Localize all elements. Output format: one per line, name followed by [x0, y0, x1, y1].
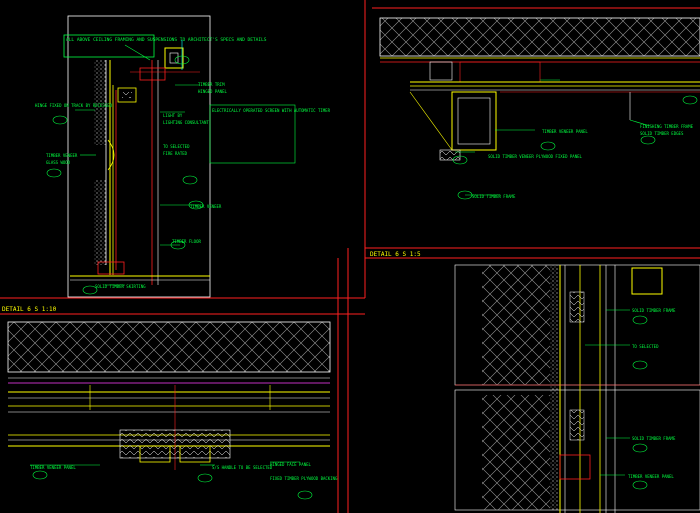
title-bottom-left: DETAIL 6 S 1:10	[2, 306, 57, 313]
frame-block-bottom	[559, 454, 591, 480]
callout-bubbles	[46, 55, 204, 295]
label-selected: TO SELECTED	[163, 144, 190, 149]
label-glass-wood: GLASS WOOD	[46, 160, 71, 165]
note-text-line1: ALL ABOVE CEILING FRAMING AND SUSPENSION…	[66, 37, 267, 43]
section-bottom-left: DETAIL 6 S 1:10 TIMBER VENEER PANEL S/S …	[2, 306, 338, 500]
label-edge: SOLID TIMBER EDGES	[640, 131, 684, 136]
ceiling-slab	[379, 17, 700, 57]
label-fixed-backing: FIXED TIMBER PLYWOOD BACKING	[270, 476, 338, 481]
wall-hatch-lower-right	[482, 395, 550, 510]
label-hinge: HINGE FIXED ON TRACK BY RECESSED	[35, 103, 113, 108]
label-timber-trim: TIMBER TRIM	[198, 82, 225, 87]
label-frame-2: SOLID TIMBER FRAME	[632, 436, 676, 441]
wall-hatch-upper-right	[482, 265, 550, 385]
label-spec-block: ELECTRICALLY OPERATED SCREEN WITH AUTOMA…	[212, 108, 331, 113]
label-frame-1: SOLID TIMBER FRAME	[632, 308, 676, 313]
hinge-block	[119, 429, 231, 459]
label-finishing: FINISHING TIMBER FRAME	[640, 124, 694, 129]
timber-frame-box	[451, 91, 497, 151]
note-box	[63, 34, 155, 58]
label-veneer-panel: TIMBER VENEER PANEL	[542, 129, 588, 134]
label-hinged-panel: HINGED PANEL	[198, 89, 227, 94]
wall-hatch-upper	[94, 60, 106, 145]
label-light-by: LIGHT BY	[163, 113, 183, 118]
label-veneer-br: TIMBER VENEER PANEL	[628, 474, 674, 479]
wall-hatch-lower	[94, 180, 106, 265]
section-top-left: ALL ABOVE CEILING FRAMING AND SUSPENSION…	[35, 15, 331, 298]
label-solid-frame: SOLID TIMBER FRAME	[472, 194, 516, 199]
section-boundary	[67, 15, 211, 298]
label-veneer-panel-bl: TIMBER VENEER PANEL	[30, 465, 76, 470]
label-selected-br: TO SELECTED	[632, 344, 659, 349]
elevation-lower	[454, 389, 700, 511]
section-top-right: TIMBER VENEER PANEL SOLID TIMBER VENEER …	[379, 17, 700, 200]
title-bottom-right: DETAIL 6 S 1:5	[370, 251, 421, 258]
label-fire: FIRE RATED	[163, 151, 188, 156]
label-handle: S/S HANDLE TO BE SELECTED	[212, 465, 273, 470]
frame-block-top	[631, 267, 663, 295]
label-timber-floor: TIMBER FLOOR	[172, 239, 201, 244]
label-hinged: HINGED FACE PANEL	[270, 462, 312, 467]
label-timber-veneer-2: TIMBER VENEER	[190, 204, 222, 209]
label-timber-veneer: TIMBER VENEER	[46, 153, 78, 158]
label-plywood: SOLID TIMBER VENEER PLYWOOD FIXED PANEL	[488, 154, 583, 159]
label-timber-skirting: SOLID TIMBER SKIRTING	[95, 284, 146, 289]
motor-box	[164, 47, 184, 69]
section-bottom-right: DETAIL 6 S 1:5 SOLID TIMBER FRAME TO SEL…	[370, 251, 700, 513]
wall-slab	[7, 321, 331, 373]
label-lighting: LIGHTING CONSULTANT	[163, 120, 209, 125]
